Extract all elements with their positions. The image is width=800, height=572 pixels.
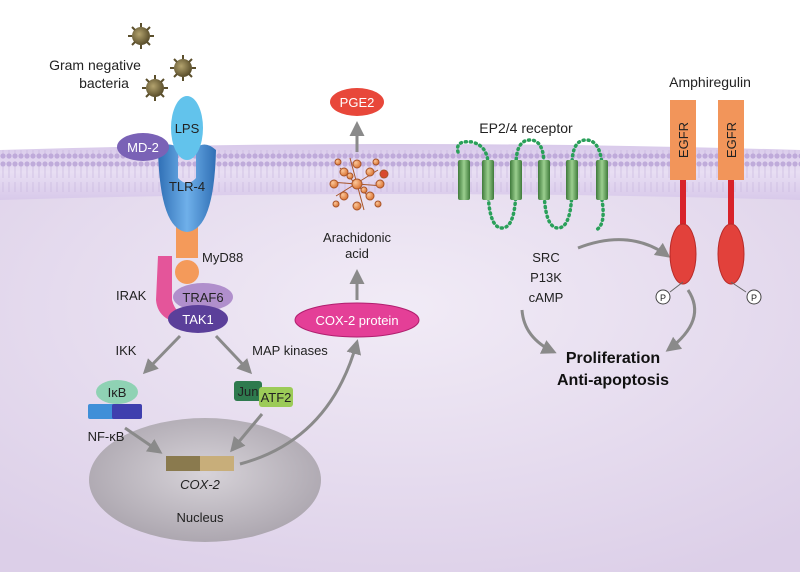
egfr-label-1: EGFR [676,122,691,158]
tlr4-receptor [158,144,216,232]
arachidonic-acid-molecule [329,157,389,211]
arrow-jun-nucleus [230,413,264,453]
nfkb-subunit-2 [112,404,142,419]
atf2-protein [259,387,293,407]
irak-label: IRAK [116,288,147,303]
md2-label: MD-2 [127,140,159,155]
phospho-label-1: P [660,293,666,303]
p13k-label: P13K [530,270,562,285]
cox2-gene-segment-2 [200,456,234,471]
pge2-molecule [330,88,384,116]
ikb-label: IκB [108,385,127,400]
myd88-protein [175,260,199,284]
tak1-protein [168,305,228,333]
egfr-label-2: EGFR [724,122,739,158]
phospho-label-2: P [751,293,757,303]
tlr4-label: TLR-4 [169,179,205,194]
src-label: SRC [532,250,559,265]
anti-apoptosis-label: Anti-apoptosis [557,372,669,389]
bacterium-icon [170,55,196,81]
ikb-protein [96,380,138,404]
arrow-map-kinases [214,334,253,375]
bacterium-icon [142,75,168,101]
bacteria-label-line1: Gram negative [49,57,141,73]
lps-molecule [171,96,203,160]
traf6-protein [173,283,233,311]
proliferation-label: Proliferation [566,350,660,367]
arachidonic-label-line1: Arachidonic [323,230,391,245]
jun-label: Jun [238,384,259,399]
camp-label: cAMP [529,290,564,305]
arrow-ikk [142,334,182,375]
amphiregulin-label: Amphiregulin [669,74,751,90]
arrow-gene-to-protein [239,339,362,466]
jun-protein [234,381,262,401]
egfr-receptor-2 [717,100,747,293]
arrow-to-egfr [577,238,671,258]
map-kinases-label: MAP kinases [252,343,328,358]
nucleus-label: Nucleus [177,510,224,525]
phospho-icon [655,289,671,305]
nfkb-label: NF-κB [88,429,125,444]
arrow-to-proliferation-left [520,309,557,354]
atf2-label: ATF2 [261,390,292,405]
pge2-label: PGE2 [340,95,375,110]
arrow-to-proliferation-right [665,289,697,352]
bacterium-icon [128,23,154,49]
cox2-gene-segment-1 [166,456,200,471]
ep24-label: EP2/4 receptor [479,120,573,136]
tlr4-complex [117,96,216,258]
cox2-gene-label: COX-2 [180,477,221,492]
irak-protein [156,256,192,324]
cox2-protein-label: COX-2 protein [315,313,398,328]
arrow-nfkb-nucleus [124,426,163,454]
egfr-receptor-1 [669,100,697,293]
myd88-label: MyD88 [202,250,243,265]
arachidonic-label-line2: acid [345,246,369,261]
ikk-label: IKK [116,343,137,358]
bacteria-label-line2: bacteria [79,75,129,91]
md2-protein [117,133,169,161]
ep24-receptor [458,160,608,200]
phospho-icon [746,289,762,305]
cox2-protein [294,302,420,338]
bacteria-icons [128,23,196,101]
lps-label: LPS [175,121,200,136]
tak1-label: TAK1 [182,312,214,327]
traf6-label: TRAF6 [182,290,223,305]
nfkb-subunit-1 [88,404,118,419]
